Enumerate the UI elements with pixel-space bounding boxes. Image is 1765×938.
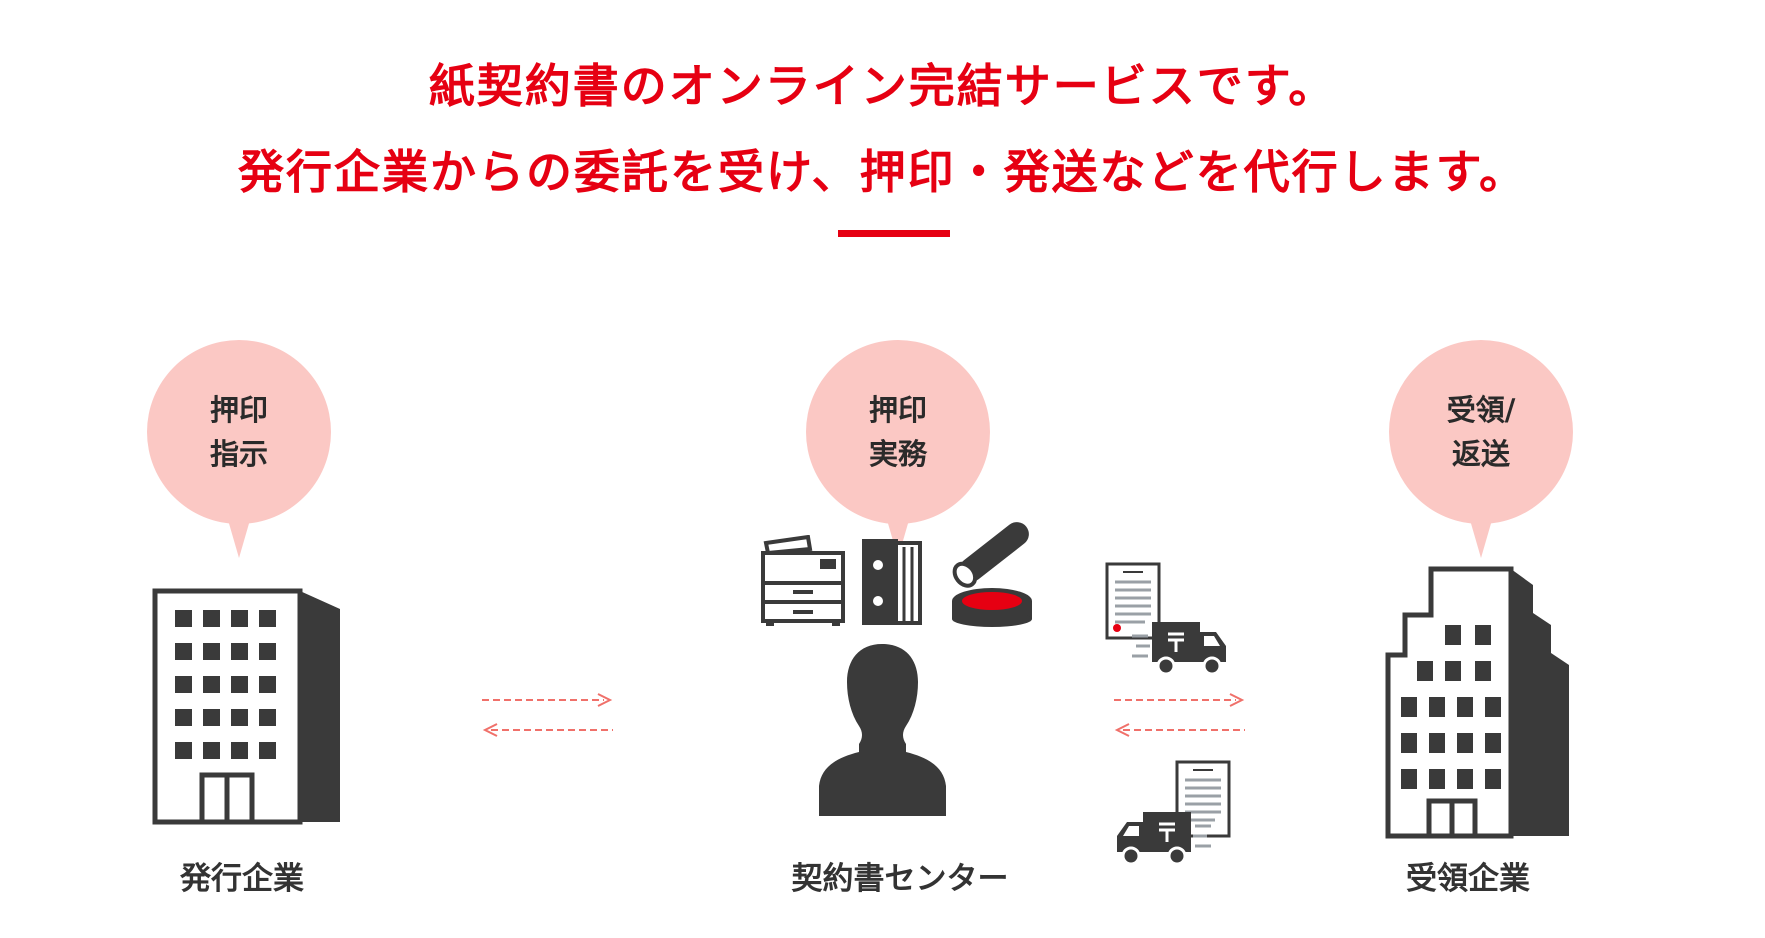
copier-icon [761,535,845,626]
stepped-building-icon [1385,566,1569,839]
headline-line-1: 紙契約書のオンライン完結サービスです。 [428,59,1337,113]
bubble-receiver-line-1: 受領/ [1446,393,1516,427]
stamp-icon [952,522,1032,627]
speech-bubble-center: 押印 実務 [806,340,990,558]
arrow-to-center-return [1114,723,1245,737]
center-caption: 契約書センター [791,861,1009,897]
office-building-icon [152,588,340,825]
arrow-to-issuer [482,723,613,737]
bubble-center-line-2: 実務 [868,437,927,471]
bubble-issuer-line-1: 押印 [209,393,268,427]
delivery-truck-icon [1132,622,1226,676]
speech-bubble-issuer: 押印 指示 [147,340,331,558]
binder-icon [862,539,922,625]
bubble-issuer-line-2: 指示 [209,437,268,471]
accent-divider [838,230,950,237]
receiver-caption: 受領企業 [1406,861,1530,897]
document-icon [1105,562,1161,640]
delivery-truck-icon-return [1117,812,1211,866]
bubble-center-line-1: 押印 [868,393,927,427]
arrow-to-receiver [1114,693,1245,707]
arrow-to-center [482,693,613,707]
speech-bubble-receiver: 受領/ 返送 [1389,340,1573,558]
person-icon [819,644,946,816]
issuer-caption: 発行企業 [180,861,304,897]
bubble-receiver-line-2: 返送 [1451,437,1510,471]
headline-line-2: 発行企業からの委託を受け、押印・発送などを代行します。 [237,145,1528,199]
